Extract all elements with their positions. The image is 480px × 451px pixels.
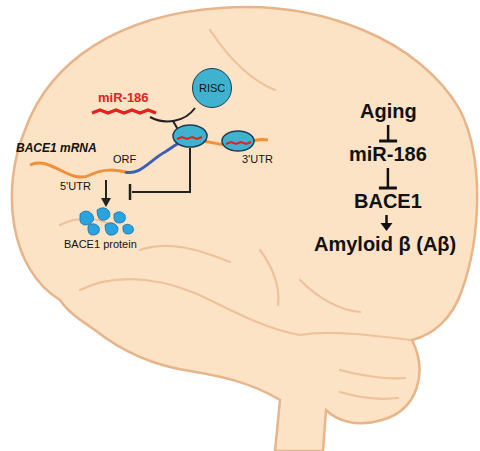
node-text: BACE1 bbox=[354, 190, 422, 213]
region-label: ORF bbox=[113, 153, 136, 165]
mrna-label: BACE1 mRNA bbox=[16, 141, 97, 155]
node-text: Amyloid β (Aβ) bbox=[314, 233, 456, 256]
process-label: BACE1 bbox=[352, 190, 424, 213]
inhibit-bar bbox=[129, 184, 132, 200]
protein-label: BACE1 protein bbox=[64, 238, 137, 250]
process-label: miR-186 bbox=[347, 143, 429, 166]
region-label: 5'UTR bbox=[60, 180, 91, 192]
gyri-lines bbox=[60, 30, 410, 399]
translation-head bbox=[101, 198, 111, 207]
brain-outline bbox=[12, 7, 477, 451]
inhibition-connector bbox=[379, 125, 397, 141]
ribosome-mirna bbox=[177, 137, 202, 139]
process-label: Aging bbox=[358, 100, 419, 123]
ribosome bbox=[222, 131, 254, 151]
mrna-5utr bbox=[30, 163, 125, 177]
ribosome bbox=[173, 125, 207, 147]
mirna-label: miR-186 bbox=[98, 90, 149, 105]
ribosome-mirna bbox=[226, 142, 251, 144]
translation-arrow bbox=[105, 180, 107, 200]
node-text: RISC bbox=[199, 82, 225, 94]
inhibit-line bbox=[132, 148, 190, 192]
node-text: Aging bbox=[360, 100, 417, 123]
inhibition-connector bbox=[379, 168, 397, 188]
node-text: miR-186 bbox=[349, 143, 427, 166]
mirna-strand bbox=[92, 110, 156, 113]
process-label: Amyloid β (Aβ) bbox=[312, 233, 458, 256]
region-label: 3'UTR bbox=[242, 153, 273, 165]
arrow-connector bbox=[380, 215, 392, 231]
bace1-protein-icons bbox=[80, 208, 134, 236]
join-bracket bbox=[150, 108, 195, 121]
